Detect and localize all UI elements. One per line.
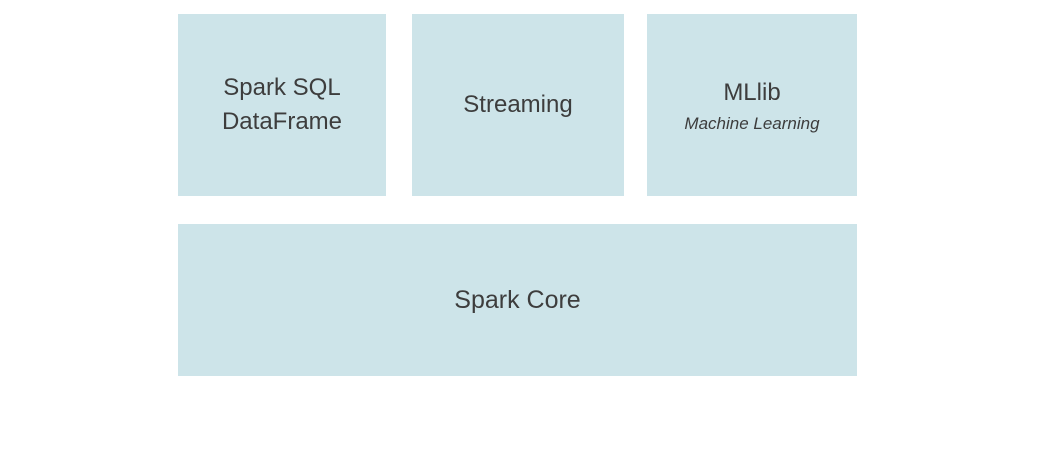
spark-sql-label-line2: DataFrame bbox=[221, 108, 343, 135]
spark-sql-label-line1: Spark SQL bbox=[223, 73, 341, 101]
mllib-label: MLlib bbox=[723, 78, 781, 106]
spark-core-box: Spark Core bbox=[178, 224, 857, 376]
streaming-box: Streaming bbox=[412, 14, 624, 196]
streaming-label: Streaming bbox=[463, 90, 573, 118]
mllib-sublabel: Machine Learning bbox=[684, 114, 820, 134]
spark-sql-box: Spark SQL DataFrame bbox=[178, 14, 386, 196]
spark-core-label: Spark Core bbox=[454, 285, 581, 314]
mllib-box: MLlib Machine Learning bbox=[647, 14, 857, 196]
